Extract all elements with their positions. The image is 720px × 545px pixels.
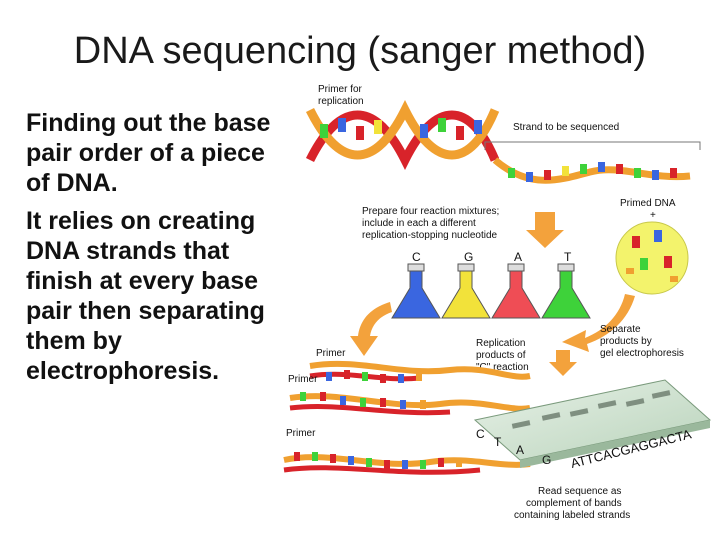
- base-label: T: [564, 250, 572, 264]
- bullet-item: It relies on creating DNA strands that f…: [26, 207, 265, 385]
- base-label: G: [464, 250, 473, 264]
- flask-c: [391, 263, 441, 319]
- nucleotides: [626, 230, 678, 282]
- gel-bands: [511, 390, 671, 429]
- primer-label: Primer: [288, 374, 318, 385]
- read-sequence-caption: Read sequence as: [538, 486, 621, 497]
- primer-for-replication-label: Primer for: [318, 84, 363, 95]
- read-sequence-caption: containing labeled strands: [514, 510, 630, 521]
- product-strand: [289, 404, 451, 416]
- product-strand: [283, 454, 531, 468]
- curved-arrow-icon: [350, 302, 392, 356]
- base-label: C: [412, 250, 421, 264]
- down-arrow-icon: [549, 350, 577, 376]
- primer-label: Primer: [286, 428, 316, 439]
- curved-arrow-icon: [562, 294, 635, 352]
- flask-a: [491, 263, 541, 319]
- nucleotides-circle: [615, 221, 689, 295]
- separate-products-label: Separate: [600, 324, 641, 335]
- product-bases: [294, 452, 462, 469]
- separate-products-label: gel electrophoresis: [600, 348, 684, 359]
- replication-products-label: "C" reaction: [476, 362, 529, 373]
- sanger-diagram-svg: Primer for replication Strand to be sequ…: [283, 84, 712, 521]
- flask-t: [541, 263, 591, 319]
- primer-label: Primer: [316, 348, 346, 359]
- gel-lane-label: G: [542, 453, 551, 467]
- primed-dna-label: Primed DNA: [620, 198, 676, 209]
- separate-products-label: products by: [600, 336, 652, 347]
- sanger-diagram: Primer for replication Strand to be sequ…: [280, 80, 720, 540]
- product-strand: [289, 393, 531, 412]
- gel-slab: [473, 379, 712, 468]
- gel-lane-label: C: [476, 427, 485, 441]
- product-bases: [300, 392, 426, 409]
- product-strand: [309, 360, 531, 380]
- gel-lane-label: A: [516, 443, 524, 457]
- slide-title: DNA sequencing (sanger method): [73, 30, 647, 72]
- bullet-list: Finding out the base pair order of a pie…: [26, 108, 276, 394]
- replication-products-label: products of: [476, 350, 526, 361]
- primer-for-replication-label: replication: [318, 96, 364, 107]
- strand-bases: [508, 162, 677, 182]
- double-helix: [305, 99, 500, 171]
- product-bases: [326, 370, 422, 383]
- bullet-item: Finding out the base pair order of a pie…: [26, 109, 271, 197]
- read-sequence-caption: complement of bands: [526, 498, 622, 509]
- down-arrow-icon: [526, 212, 564, 248]
- flask-g: [441, 263, 491, 319]
- prepare-mixtures-label: Prepare four reaction mixtures;: [362, 206, 499, 217]
- plus-sign: +: [650, 210, 656, 221]
- bracket-line: [484, 141, 701, 150]
- gel-lane-label: T: [494, 435, 502, 449]
- replication-products-label: Replication: [476, 338, 525, 349]
- strand-to-be-sequenced-label: Strand to be sequenced: [513, 122, 619, 133]
- prepare-mixtures-label: include in each a different: [362, 218, 476, 229]
- prepare-mixtures-label: replication-stopping nucleotide: [362, 230, 498, 241]
- base-label: A: [514, 250, 522, 264]
- product-strand: [283, 465, 481, 475]
- template-strand: [492, 157, 691, 184]
